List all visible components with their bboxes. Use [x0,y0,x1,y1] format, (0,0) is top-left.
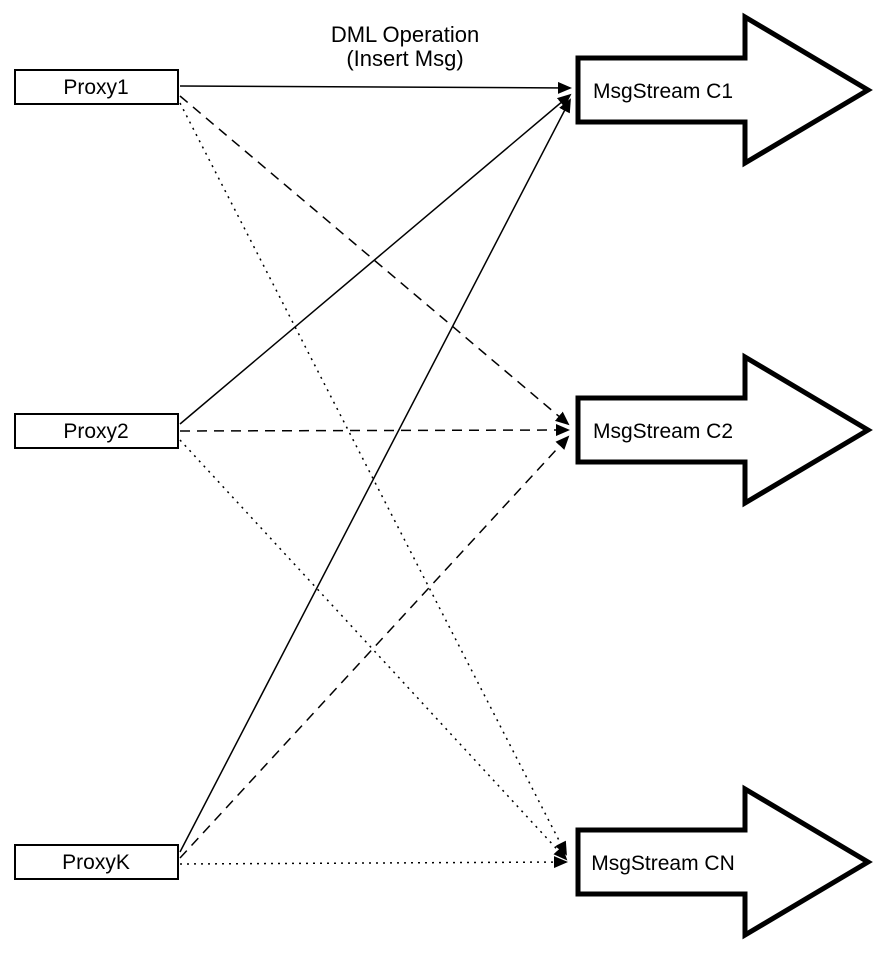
edge-proxy1-msgstream-c1 [179,81,572,94]
node-msgstream-cn: MsgStream CN [575,784,873,940]
edges-group [179,81,572,869]
msgstream-c1-arrow-icon [575,12,873,168]
edge-proxy2-msgstream-c1 [179,93,572,425]
node-msgstream-c2: MsgStream C2 [575,352,873,508]
node-proxyk: ProxyK [14,844,179,880]
proxy2-box [14,413,179,449]
msgstream-cn-label: MsgStream CN [591,852,735,875]
edge-proxyk-msgstream-c2 [179,435,570,859]
proxy1-box [14,69,179,105]
node-msgstream-c1: MsgStream C1 [575,12,873,168]
msgstream-c2-label: MsgStream C2 [593,420,733,443]
proxy2-label: Proxy2 [63,420,128,443]
proxyk-box [14,844,179,880]
node-proxy1: Proxy1 [14,69,179,105]
msgstream-c1-label: MsgStream C1 [593,80,733,103]
edge-proxyk-msgstream-cn [179,856,568,869]
msgstream-cn-arrow-icon [575,784,873,940]
node-proxy2: Proxy2 [14,413,179,449]
msgstream-c2-arrow-icon [575,352,873,508]
proxyk-label: ProxyK [62,851,130,874]
diagram-title-line2: (Insert Msg) [346,46,463,71]
edge-proxy1-msgstream-cn [179,102,567,856]
edge-proxyk-msgstream-c1 [179,98,571,853]
proxy1-label: Proxy1 [63,76,128,99]
edge-proxy2-msgstream-c2 [179,424,570,437]
diagram-title-line1: DML Operation [331,22,479,47]
